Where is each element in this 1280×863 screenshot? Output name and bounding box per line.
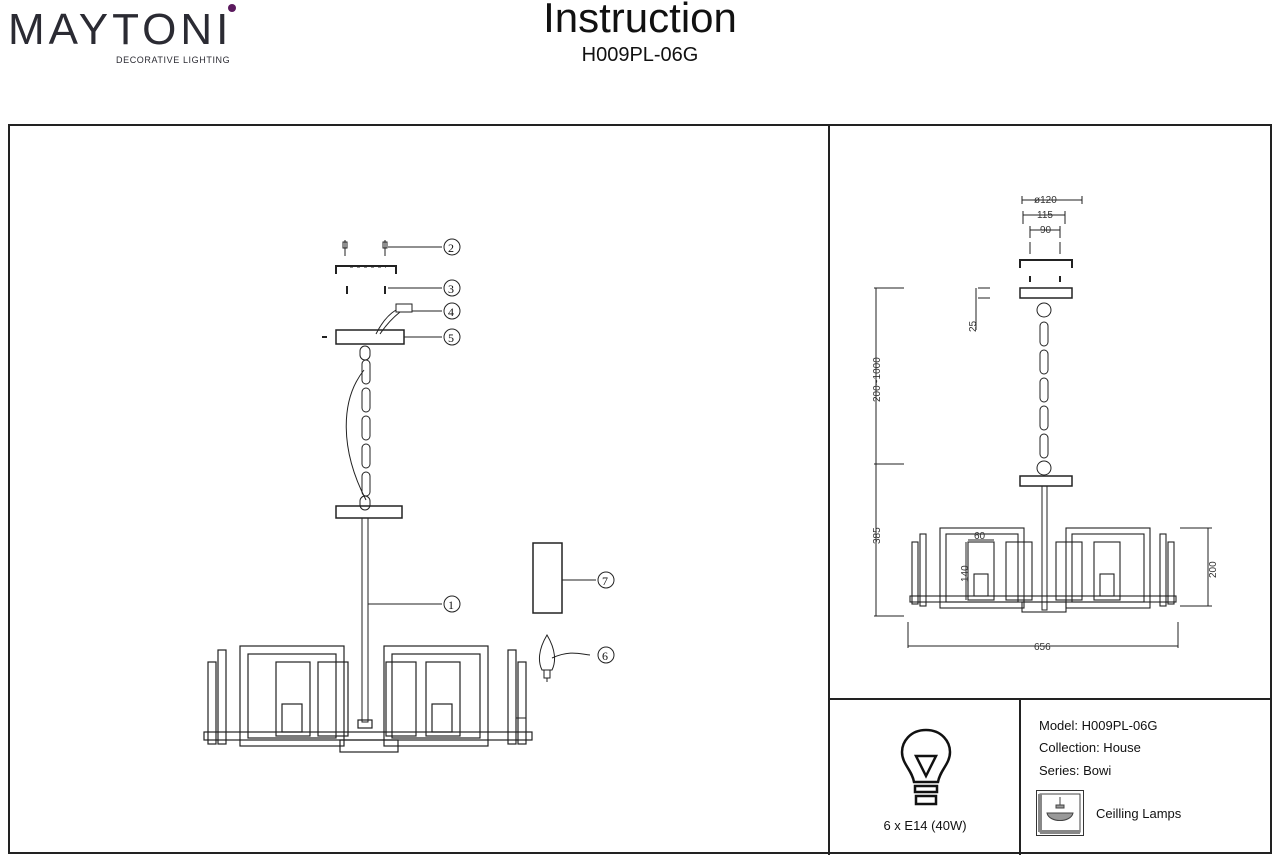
dim-overall-diameter: 656: [1034, 642, 1051, 653]
callout-6: 6: [602, 649, 608, 663]
category-label: Ceilling Lamps: [1096, 806, 1182, 821]
leader-6: [551, 652, 591, 659]
dim-canopy-height: 25: [968, 320, 979, 332]
ceiling-lamp-icon: [1036, 790, 1084, 836]
mounting-screws: [342, 240, 388, 256]
callout-circles: [443, 238, 615, 664]
small-screws: [346, 286, 386, 294]
chain: [345, 345, 371, 511]
dim-body-height: 385: [872, 527, 883, 544]
mounting-bracket: [335, 265, 397, 274]
callout-5: 5: [448, 331, 454, 345]
panel-divider: [828, 124, 830, 855]
callout-7: 7: [602, 574, 608, 588]
glass-shade: [532, 542, 563, 614]
dimension-drawing: ø120 115 90 25 200~1000 385: [872, 195, 1219, 653]
page-title: Instruction: [543, 0, 737, 41]
info-column-divider: [1019, 699, 1021, 855]
assembly-drawing: 2 3 4 5 1 7 6: [203, 238, 615, 753]
canopy: [335, 329, 405, 345]
logo-accent-dot: [228, 4, 236, 12]
bulb: [516, 634, 556, 719]
dim-mount-spacing: 90: [1040, 225, 1052, 236]
callout-3: 3: [448, 282, 454, 296]
chandelier-frame: [203, 645, 533, 753]
brand-logo: MAYTONI: [8, 5, 233, 54]
info-divider: [829, 698, 1272, 700]
dim-frame-height: 200: [1208, 561, 1219, 578]
dim-chain-length: 200~1000: [872, 357, 883, 402]
document-frame: [8, 124, 1272, 854]
callout-2: 2: [448, 241, 454, 255]
collection-info: Collection: House: [1039, 740, 1141, 755]
model-code: H009PL-06G: [581, 44, 699, 66]
callout-1: 1: [448, 598, 454, 612]
model-info: Model: H009PL-06G: [1039, 718, 1158, 733]
suspension-rod: [361, 517, 369, 723]
bulb-spec: 6 x E14 (40W): [883, 818, 967, 833]
series-info: Series: Bowi: [1039, 763, 1112, 778]
callout-4: 4: [448, 305, 454, 319]
dim-canopy-width: 115: [1037, 210, 1053, 221]
brand-tagline: DECORATIVE LIGHTING: [116, 55, 231, 65]
dim-canopy-diameter: ø120: [1034, 195, 1057, 206]
dim-shade-height: 140: [960, 565, 971, 582]
terminal-block: [375, 303, 413, 335]
bulb-icon: [900, 728, 952, 806]
lower-plate: [335, 505, 403, 519]
dim-shade-width: 60: [974, 531, 986, 542]
